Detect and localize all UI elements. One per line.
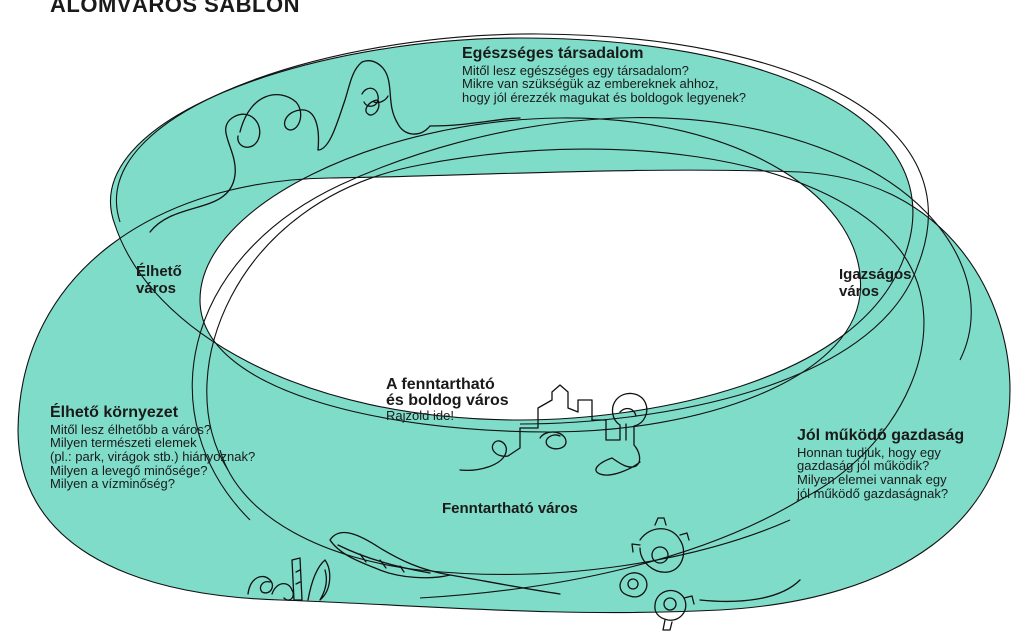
just-city-line-2: város [839,283,880,301]
healthy-society-heading: Egészséges társadalom [462,45,644,62]
city-doodle-icon [459,384,648,476]
livable-environment-heading: Élhető környezet [50,404,179,421]
economy-block: Jól működő gazdaság Honnan tudjuk, hogy … [797,427,965,501]
livable-city-label: Élhető város [136,263,182,298]
center-line-2: és boldog város [386,392,509,409]
center-block: A fenntartható és boldog város Rajzold i… [386,377,509,423]
livable-environment-line-1: Mitől lesz élhetőbb a város? [50,421,212,437]
inner-ring-b [191,117,972,521]
economy-line-3: Milyen elemei vannak egy [797,472,947,488]
livable-city-line-2: város [136,280,177,298]
healthy-society-block: Egészséges társadalom Mitől lesz egészsé… [462,45,747,106]
livable-environment-line-3: (pl.: park, virágok stb.) hiányoznak? [50,449,256,465]
people-doodle-icon [149,60,521,233]
bottom-ring-fill [18,117,1010,613]
just-city-label: Igazságos város [839,266,912,301]
healthy-society-line-1: Mitől lesz egészséges egy társadalom? [462,62,689,78]
sustainable-city-label: Fenntartható város [442,500,578,517]
economy-line-1: Honnan tudjuk, hogy egy [797,444,941,460]
top-ring-outer [110,37,914,421]
economy-heading: Jól működő gazdaság [797,427,965,444]
livable-city-line-1: Élhető [136,263,182,280]
top-ring-outer-offset [116,33,929,425]
ring-fills [18,38,1010,613]
page-title: ÁLOMVÁROS SABLON [50,0,300,17]
center-instruction: Rajzold ide! [386,408,454,423]
livable-environment-line-2: Milyen természeti elemek [50,435,197,451]
healthy-society-line-3: hogy jól érezzék magukat és boldogok leg… [462,90,747,106]
center-line-1: A fenntartható [386,376,495,393]
gears-doodle-icon [619,517,801,631]
top-ring-fill [110,38,913,432]
economy-line-4: jól működő gazdaságnak? [797,485,949,501]
economy-line-2: gazdaság jól működik? [797,458,930,474]
healthy-society-line-2: Mikre van szükségük az embereknek ahhoz, [462,76,719,92]
livable-environment-line-5: Milyen a vízminőség? [50,476,175,492]
center-ellipse [199,117,862,433]
livable-environment-block: Élhető környezet Mitől lesz élhetőbb a v… [50,404,256,492]
just-city-line-1: Igazságos [839,266,912,283]
livable-environment-line-4: Milyen a levegő minősége? [50,462,208,478]
leaf-plants-doodle-icon [247,531,561,601]
inner-ring-a [206,148,925,599]
